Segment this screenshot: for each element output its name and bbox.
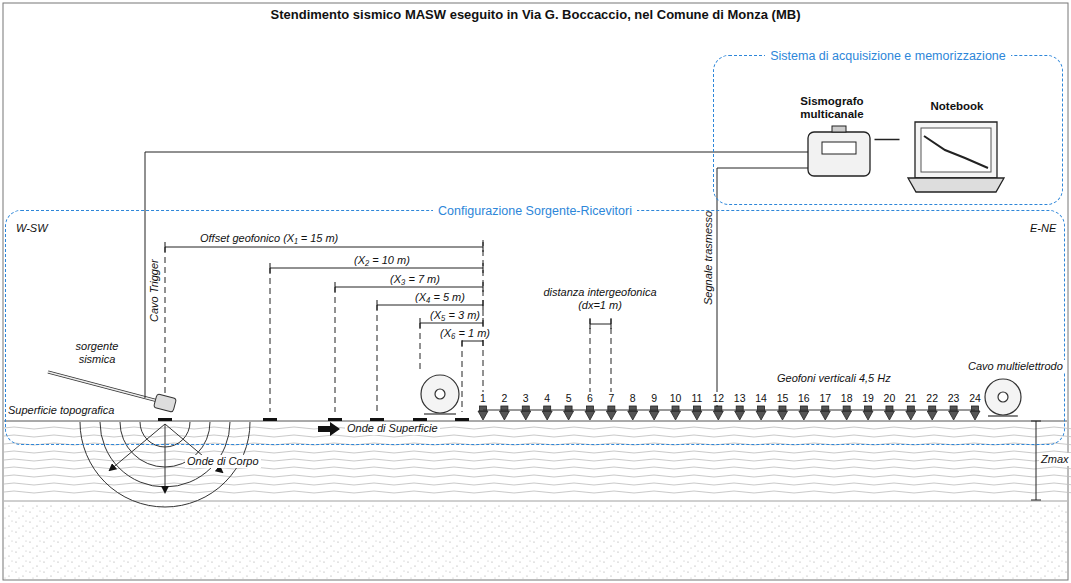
geophone-number: 15 (777, 392, 789, 405)
geophone-number: 3 (523, 392, 529, 405)
annotation: (X₃ = 7 m) (388, 273, 442, 286)
region-title: Sistema di acquisizione e memorizzazione (765, 49, 1011, 63)
geophone-number: 8 (630, 392, 636, 405)
device-label: Sismografo multicanale (790, 95, 875, 121)
annotation: sorgente sismica (60, 340, 134, 366)
annotation: E-NE (1028, 222, 1058, 235)
geophone-number: 4 (544, 392, 550, 405)
geophone-number: 6 (587, 392, 593, 405)
annotation: Zmax (1039, 453, 1071, 466)
region-title: Configurazione Sorgente-Ricevitori (433, 204, 637, 218)
region-title-wrap: Configurazione Sorgente-Ricevitori (6, 203, 1064, 218)
device-figure: Notebook (900, 100, 1015, 195)
geophone-number: 16 (798, 392, 810, 405)
dashed-region: Configurazione Sorgente-Ricevitori (5, 210, 1065, 445)
annotation: (X₂ = 10 m) (352, 254, 412, 267)
geophone-number: 18 (841, 392, 853, 405)
geophone-number: 11 (691, 392, 702, 405)
annotation: Offset geofonico (X₁ = 15 m) (198, 232, 340, 245)
geophone-number: 5 (566, 392, 572, 405)
device-figure: Sismografo multicanale (790, 95, 875, 180)
geophone-number: 23 (948, 392, 960, 405)
cable-connector (875, 139, 900, 141)
annotation: Superficie topografica (6, 404, 116, 417)
geophone-number: 1 (480, 392, 486, 405)
geophone-number: 20 (884, 392, 896, 405)
annotation: Cavo multielettrodo (966, 360, 1065, 373)
annotation: (X₄ = 5 m) (413, 291, 467, 304)
geophone-number: 24 (969, 392, 981, 405)
annotation: (X₆ = 1 m) (438, 327, 492, 340)
geophone-number: 12 (712, 392, 724, 405)
annotation: W-SW (14, 222, 50, 235)
geophone-number: 7 (608, 392, 614, 405)
geophone-number: 2 (501, 392, 507, 405)
geophone-number: 22 (926, 392, 938, 405)
annotation: Geofoni verticali 4,5 Hz (775, 372, 893, 385)
annotation: Onde di Superficie (345, 422, 440, 435)
region-title-wrap: Sistema di acquisizione e memorizzazione (714, 48, 1062, 63)
geophone-number: 17 (819, 392, 831, 405)
geophone-number: 9 (651, 392, 657, 405)
geophone-number: 21 (905, 392, 917, 405)
geophone-number: 10 (670, 392, 682, 405)
diagram-title: Stendimento sismico MASW eseguito in Via… (0, 7, 1071, 22)
geophone-number: 19 (862, 392, 874, 405)
annotation: (X₅ = 3 m) (428, 309, 482, 322)
geophone-number: 13 (734, 392, 746, 405)
cable-label: Cavo Trigger (148, 259, 161, 322)
annotation: Onde di Corpo (185, 455, 261, 468)
device-label: Notebook (900, 100, 1015, 113)
geophone-number: 14 (755, 392, 767, 405)
annotation: distanza intergeofonica (dx=1 m) (528, 286, 672, 312)
dashed-region: Sistema di acquisizione e memorizzazione… (713, 55, 1063, 205)
cable-label: Segnale trasmesso (702, 211, 715, 305)
